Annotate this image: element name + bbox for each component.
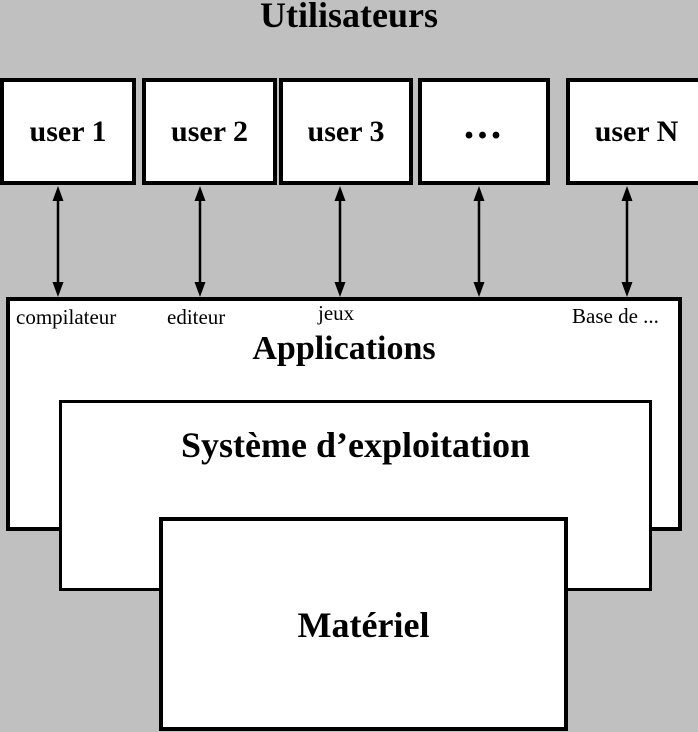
user-box-2-label: user 2 [171, 114, 248, 148]
hardware-layer-title: Matériel [297, 605, 430, 645]
user-box-ellipsis-label: ... [463, 101, 505, 148]
app-label-editeur: editeur [167, 305, 226, 329]
user-box-1: user 1 [0, 78, 136, 185]
app-label-jeux: jeux [318, 301, 355, 325]
hardware-layer-box: Matériel [159, 517, 568, 731]
user-box-ellipsis: ... [418, 78, 550, 185]
os-layer-title: Système d’exploitation [181, 425, 530, 465]
user-box-2: user 2 [142, 78, 277, 185]
user-box-3-label: user 3 [307, 114, 385, 148]
app-label-compilateur: compilateur [16, 305, 117, 329]
double-arrow-icon [52, 186, 64, 297]
double-arrow-icon [334, 186, 346, 297]
user-box-3: user 3 [279, 78, 413, 185]
user-box-n: user N [566, 78, 698, 185]
app-label-base-de: Base de ... [572, 304, 659, 328]
double-arrow-icon [194, 186, 206, 297]
user-box-n-label: user N [594, 114, 679, 148]
double-arrow-icon [621, 186, 633, 297]
page-title: Utilisateurs [260, 0, 438, 35]
user-box-1-label: user 1 [29, 114, 107, 148]
applications-layer-title: Applications [252, 330, 436, 367]
double-arrow-icon [473, 186, 485, 297]
